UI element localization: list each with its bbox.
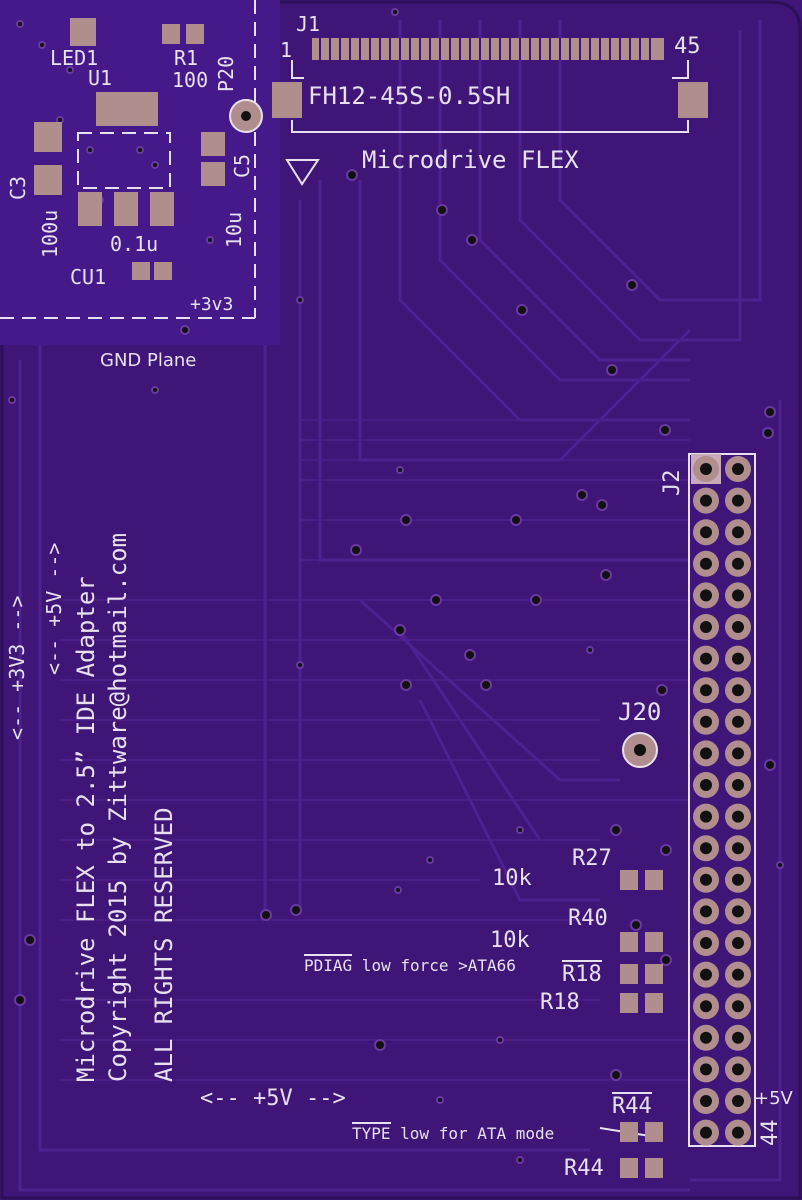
pad-u1-1 <box>78 192 102 226</box>
pad-r18-a <box>620 993 638 1013</box>
j1-ref-label: J1 <box>296 12 321 36</box>
rail-5v-vertical: <-- +5V --> <box>42 542 66 675</box>
j2-rail-label: +5V <box>754 1088 793 1109</box>
pad-j1-right-anchor <box>678 82 708 118</box>
pad-r18bar-a <box>620 964 638 984</box>
rail-3v3-vertical: <-- +3V3 --> <box>5 595 29 741</box>
pdiag-note-text: low force >ATA66 <box>352 956 516 975</box>
r1-label: R1 <box>174 46 199 70</box>
pad-r44bar-a <box>620 1122 638 1142</box>
c5-value: 10u <box>222 211 246 248</box>
j1-part-number: FH12-45S-0.5SH <box>308 82 511 110</box>
pad-r44-b <box>645 1158 663 1178</box>
rail-5v-horizontal: <-- +5V --> <box>200 1086 346 1111</box>
pad-r44-a <box>620 1158 638 1178</box>
credits-rights: ALL RIGHTS RESERVED <box>150 807 178 1082</box>
pad-u1-tab <box>96 92 158 126</box>
j1-pin-first-label: 1 <box>280 38 293 62</box>
pad-r27-a <box>620 870 638 890</box>
r40-value: 10k <box>490 928 530 953</box>
j1-title: Microdrive FLEX <box>362 146 579 174</box>
pad-j1-left-anchor <box>272 82 302 118</box>
r40-label: R40 <box>568 906 608 931</box>
type-note: TYPE low for ATA mode <box>352 1122 555 1143</box>
pad-u1-3 <box>150 192 174 226</box>
r27-value: 10k <box>492 866 532 891</box>
r1-value: 100 <box>172 68 209 92</box>
u1-label: U1 <box>88 66 113 90</box>
p20-label: P20 <box>214 55 238 92</box>
cu1-value: 0.1u <box>110 232 159 256</box>
led1-label: LED1 <box>50 46 99 70</box>
r44-bar-label: R44 <box>612 1092 652 1119</box>
j1-pin-last-label: 45 <box>674 34 701 59</box>
r18-label: R18 <box>540 990 580 1015</box>
r44-label: R44 <box>564 1156 604 1181</box>
r27-label: R27 <box>572 846 612 871</box>
pad-c3-b <box>34 165 62 195</box>
j2-ref-label: J2 <box>660 469 685 497</box>
pad-r40-b <box>645 932 663 952</box>
rail-3v3-label: +3v3 <box>190 294 234 315</box>
pad-r27-b <box>645 870 663 890</box>
c3-label: C3 <box>6 175 30 200</box>
pad-r40-a <box>620 932 638 952</box>
cu1-label: CU1 <box>70 265 107 289</box>
pad-c3-a <box>34 122 62 152</box>
pad-r44bar-b <box>645 1122 663 1142</box>
pad-cu1-b <box>154 262 172 280</box>
pad-c5-a <box>201 132 225 156</box>
r18-bar-label: R18 <box>562 960 602 987</box>
pad-led1-a <box>70 18 96 46</box>
j2-pin-last-label: 44 <box>758 1119 783 1147</box>
type-note-text: low for ATA mode <box>390 1124 555 1143</box>
pad-c5-b <box>201 162 225 186</box>
type-signal-name: TYPE <box>352 1122 391 1143</box>
j20-ref-label: J20 <box>618 698 662 726</box>
pad-u1-2 <box>114 192 138 226</box>
pad-r1-b <box>186 24 204 44</box>
c3-value: 100u <box>38 209 62 258</box>
pad-r1-a <box>162 24 180 44</box>
pad-r18-b <box>645 993 663 1013</box>
pad-r18bar-b <box>645 964 663 984</box>
gnd-plane-label: GND Plane <box>100 350 197 371</box>
c5-label: C5 <box>230 153 254 178</box>
credits-copyright: Copyright 2015 by Zittware@hotmail.com <box>104 532 132 1082</box>
pdiag-signal-name: PDIAG <box>304 954 353 975</box>
pad-cu1-a <box>132 262 150 280</box>
credits-title: Microdrive FLEX to 2.5” IDE Adapter <box>72 576 100 1082</box>
pdiag-note: PDIAG low force >ATA66 <box>304 954 516 975</box>
